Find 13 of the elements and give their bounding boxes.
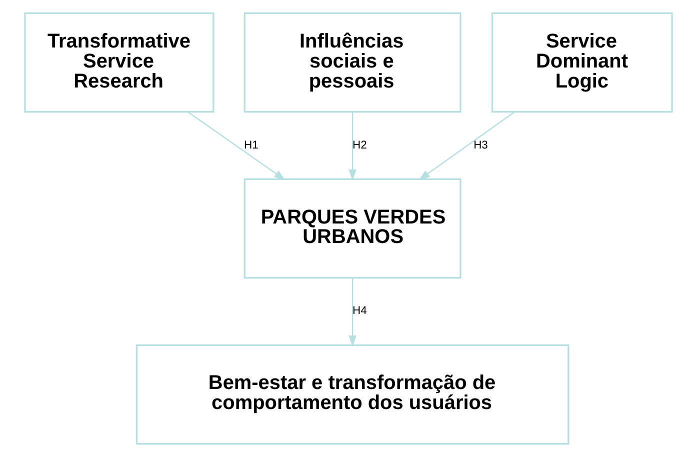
- node-box: Transformative Service Research: [24, 12, 214, 113]
- arrow: [348, 278, 356, 347]
- node-box: Bem-estar e transformação de comportamento dos usuários: [135, 344, 569, 445]
- edge-label: H3: [473, 139, 488, 152]
- node-box: Service Dominant Logic: [491, 12, 672, 113]
- edge-label: H1: [243, 139, 258, 152]
- edge-label: H2: [352, 139, 366, 152]
- node-box: Influências sociais e pessoais: [243, 12, 461, 113]
- arrow: [348, 112, 356, 181]
- edge-label: H4: [352, 305, 366, 318]
- node-box: PARQUES VERDES URBANOS: [243, 178, 461, 279]
- arrow: [418, 111, 514, 180]
- arrow: [187, 111, 285, 180]
